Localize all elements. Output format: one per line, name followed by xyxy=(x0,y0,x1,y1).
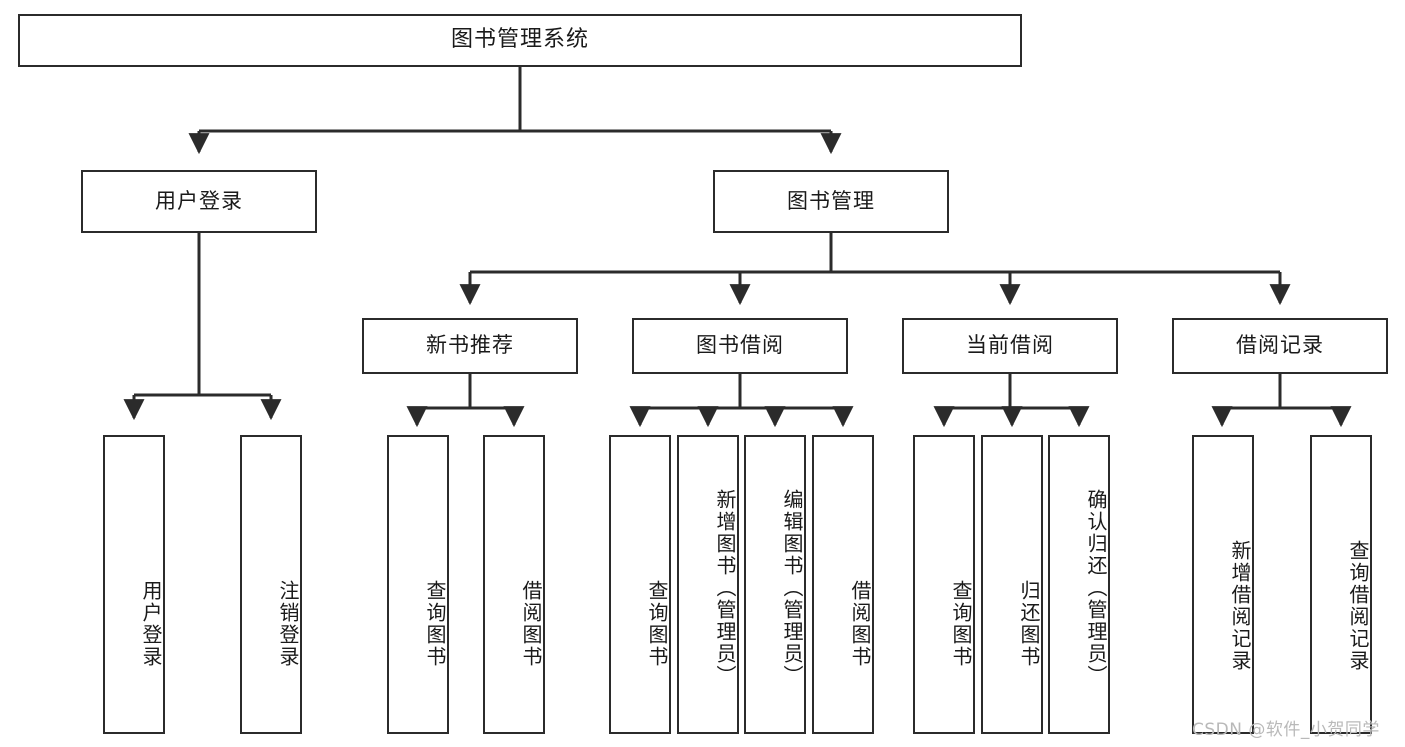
leaf-query-book-1-label: 查询图书 xyxy=(423,579,447,668)
leaf-borrow-book-2[interactable]: 借阅图书 xyxy=(812,435,874,734)
node-root-label: 图书管理系统 xyxy=(450,27,589,53)
leaf-query-book-3-label: 查询图书 xyxy=(949,579,973,668)
leaf-add-book[interactable]: 新增图书（管理员） xyxy=(677,435,739,734)
leaf-confirm-return-label: 确认归还（管理员） xyxy=(1084,488,1108,687)
node-current-borrow-label: 当前借阅 xyxy=(966,333,1054,358)
leaf-logout-login[interactable]: 注销登录 xyxy=(240,435,302,734)
leaf-borrow-book-2-label: 借阅图书 xyxy=(848,579,872,668)
leaf-add-record-label: 新增借阅记录 xyxy=(1228,539,1252,672)
leaf-query-book-1[interactable]: 查询图书 xyxy=(387,435,449,734)
leaf-query-record-label: 查询借阅记录 xyxy=(1346,539,1370,672)
leaf-query-book-2-label: 查询图书 xyxy=(645,579,669,668)
leaf-query-record[interactable]: 查询借阅记录 xyxy=(1310,435,1372,734)
watermark-csdn: CSDN @软件_小贺同学 xyxy=(1192,720,1380,740)
node-root[interactable]: 图书管理系统 xyxy=(18,14,1022,67)
node-borrow-record-label: 借阅记录 xyxy=(1236,333,1324,358)
node-user-login-label: 用户登录 xyxy=(155,188,243,213)
node-current-borrow[interactable]: 当前借阅 xyxy=(902,318,1118,374)
node-new-book-recommend[interactable]: 新书推荐 xyxy=(362,318,578,374)
leaf-edit-book-label: 编辑图书（管理员） xyxy=(780,488,804,687)
leaf-query-book-2[interactable]: 查询图书 xyxy=(609,435,671,734)
node-book-manage-label: 图书管理 xyxy=(787,188,875,213)
leaf-edit-book[interactable]: 编辑图书（管理员） xyxy=(744,435,806,734)
node-borrow-record[interactable]: 借阅记录 xyxy=(1172,318,1388,374)
node-book-manage[interactable]: 图书管理 xyxy=(713,170,949,233)
leaf-return-book-label: 归还图书 xyxy=(1017,579,1041,668)
leaf-query-book-3[interactable]: 查询图书 xyxy=(913,435,975,734)
leaf-borrow-book-1[interactable]: 借阅图书 xyxy=(483,435,545,734)
node-book-borrow-label: 图书借阅 xyxy=(696,333,784,358)
leaf-logout-login-label: 注销登录 xyxy=(276,579,300,668)
leaf-user-login[interactable]: 用户登录 xyxy=(103,435,165,734)
leaf-add-record[interactable]: 新增借阅记录 xyxy=(1192,435,1254,734)
leaf-borrow-book-1-label: 借阅图书 xyxy=(519,579,543,668)
node-user-login[interactable]: 用户登录 xyxy=(81,170,317,233)
leaf-add-book-label: 新增图书（管理员） xyxy=(713,488,737,687)
leaf-confirm-return[interactable]: 确认归还（管理员） xyxy=(1048,435,1110,734)
node-new-book-recommend-label: 新书推荐 xyxy=(426,333,514,358)
leaf-user-login-label: 用户登录 xyxy=(139,579,163,668)
node-book-borrow[interactable]: 图书借阅 xyxy=(632,318,848,374)
leaf-return-book[interactable]: 归还图书 xyxy=(981,435,1043,734)
